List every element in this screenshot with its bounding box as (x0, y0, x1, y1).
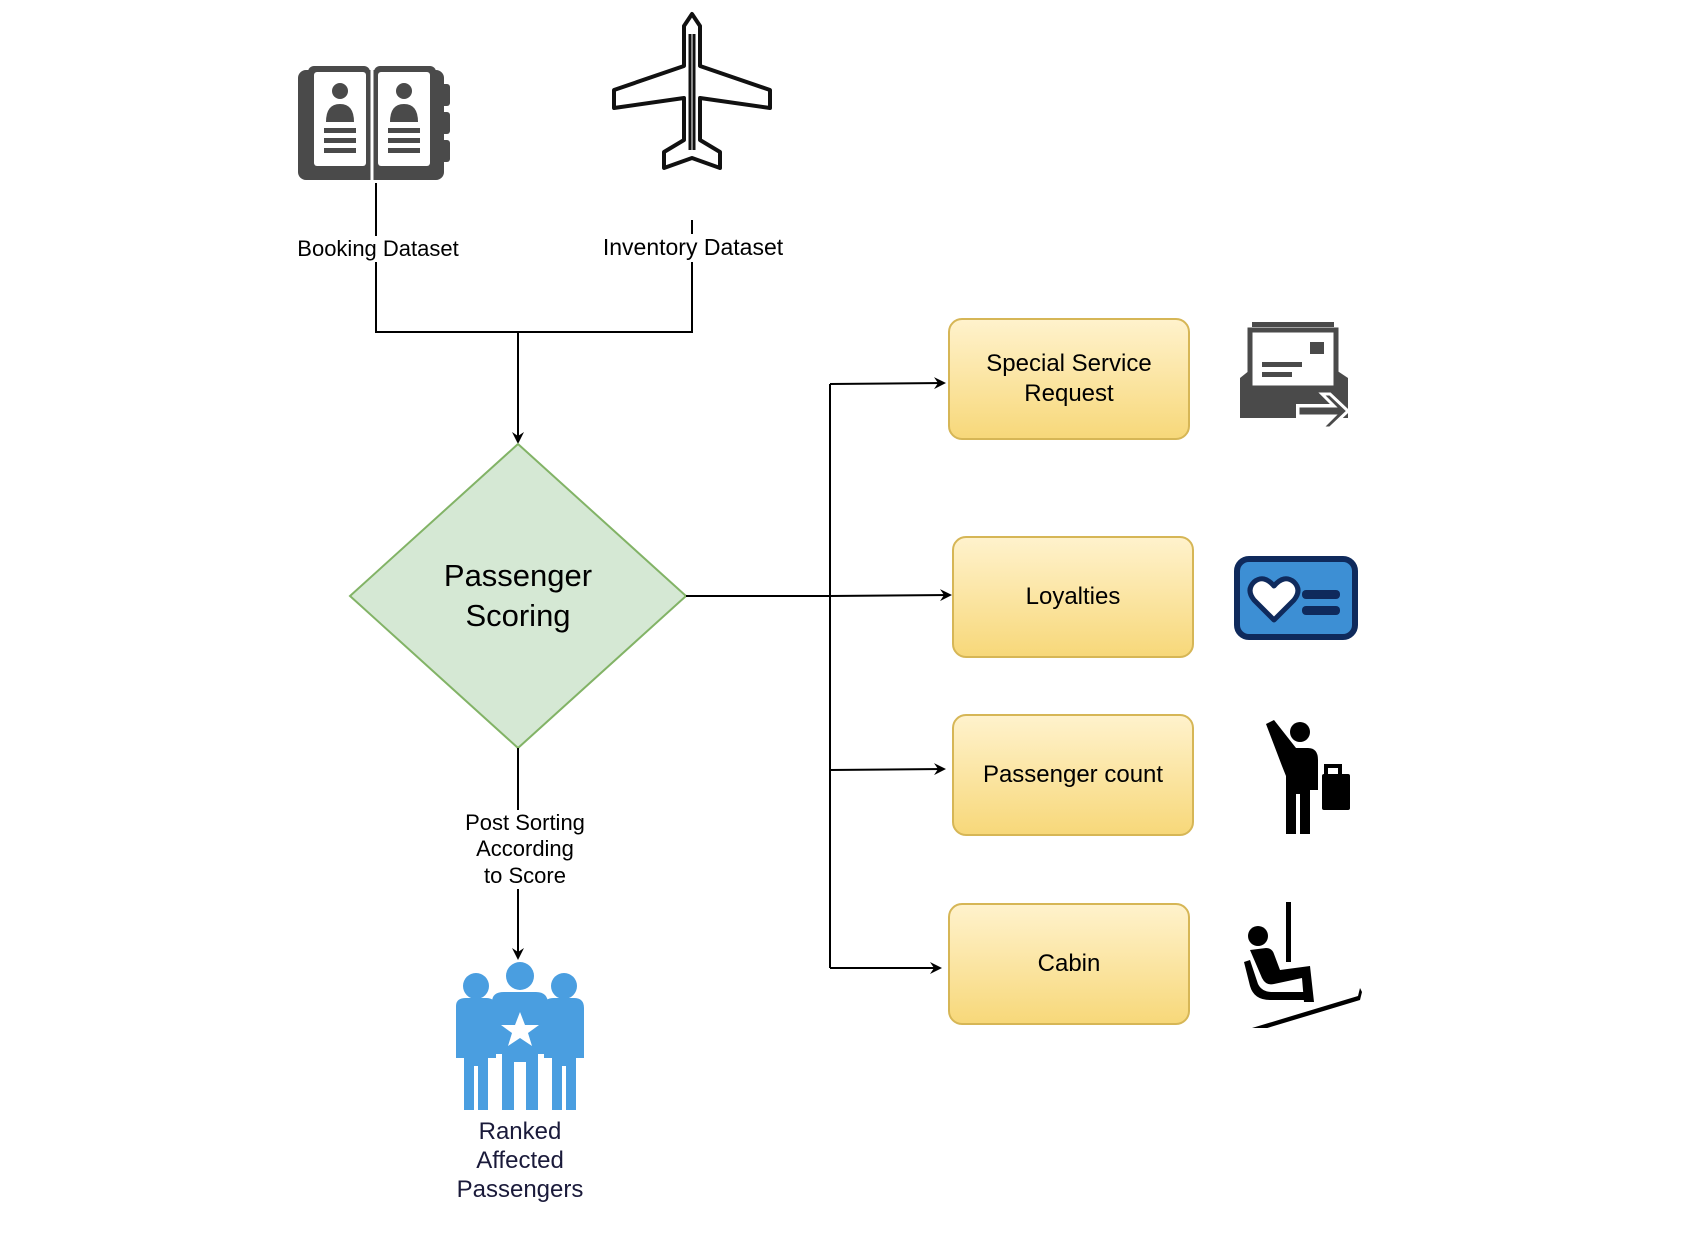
arrow-loyalties (829, 589, 952, 602)
ranked-group-icon (456, 962, 584, 1110)
traveler-luggage-icon (1266, 720, 1350, 834)
inventory-dataset-label: Inventory Dataset (596, 234, 790, 262)
special-service-line2: Request (1024, 380, 1114, 407)
airplane-icon (612, 12, 772, 170)
ranked-line1: Ranked (478, 1118, 562, 1145)
loyalties-label: Loyalties (1025, 583, 1121, 610)
cabin-box: Cabin (948, 903, 1190, 1025)
booking-dataset-label: Booking Dataset (286, 236, 470, 263)
inbox-tray-arrow-icon (1240, 322, 1351, 430)
passenger-scoring-line1: Passenger (443, 558, 593, 593)
arrow-passenger-count (829, 763, 946, 776)
post-sorting-line2: According (476, 836, 574, 862)
post-sorting-line1: Post Sorting (465, 810, 585, 835)
loyalty-card-heart-icon (1234, 556, 1358, 640)
booking-connector (375, 183, 518, 333)
special-service-line1: Special Service (986, 350, 1152, 377)
loyalties-box: Loyalties (952, 536, 1194, 658)
ranked-line3: Passengers (456, 1175, 584, 1203)
passenger-count-label: Passenger count (982, 761, 1164, 788)
passenger-scoring-label: Passenger Scoring (398, 556, 638, 635)
passenger-scoring-line2: Scoring (465, 597, 571, 633)
post-sorting-line3: to Score (484, 862, 566, 888)
post-sorting-label: Post Sorting According to Score (448, 810, 602, 890)
special-service-request-box: Special Service Request (948, 318, 1190, 440)
address-book-icon (298, 66, 450, 180)
seated-passenger-icon (1244, 902, 1362, 1028)
ranked-affected-passengers-label: Ranked Affected Passengers (432, 1118, 608, 1204)
cabin-label: Cabin (1037, 950, 1101, 977)
ranked-line2: Affected (476, 1146, 564, 1174)
arrow-special-service (829, 377, 946, 390)
passenger-count-box: Passenger count (952, 714, 1194, 836)
